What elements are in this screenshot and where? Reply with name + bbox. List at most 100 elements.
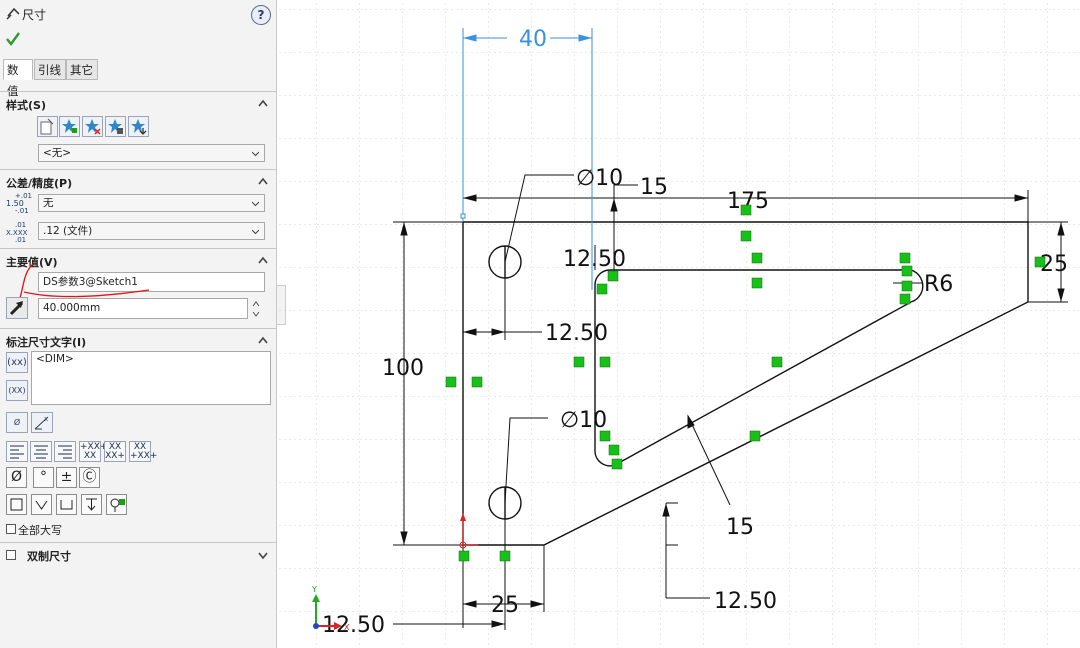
dimension-name-field[interactable]: DS参数3@Sketch1 bbox=[38, 272, 265, 292]
horizontal-relation-icon[interactable] bbox=[499, 550, 511, 562]
parallel-relation-icon[interactable] bbox=[573, 356, 585, 368]
chevron-down-icon[interactable] bbox=[258, 550, 268, 560]
diameter-symbol-button[interactable]: Ø bbox=[6, 467, 27, 488]
dim-diameter-10-bottom[interactable]: ∅10 bbox=[560, 408, 607, 433]
ok-checkmark-icon[interactable] bbox=[5, 31, 21, 47]
dim-12-50-left[interactable]: 12.50 bbox=[545, 321, 608, 346]
chevron-down-icon bbox=[252, 201, 259, 207]
divider bbox=[0, 91, 276, 92]
add-style-icon[interactable] bbox=[59, 116, 80, 137]
degree-symbol-button[interactable]: ° bbox=[33, 467, 54, 488]
all-caps-checkbox[interactable] bbox=[6, 524, 16, 534]
selected-dimension-40[interactable] bbox=[460, 28, 593, 290]
fixed-relation-icon[interactable] bbox=[458, 550, 470, 562]
tab-other[interactable]: 其它 bbox=[66, 59, 98, 80]
tangent-relation-icon[interactable] bbox=[899, 293, 911, 305]
dimension-icon bbox=[6, 7, 20, 20]
chevron-up-icon[interactable] bbox=[258, 335, 268, 345]
inspection-dimension-button[interactable]: (XX) bbox=[6, 380, 28, 401]
vertical-relation-icon[interactable] bbox=[599, 356, 611, 368]
chevron-up-icon[interactable] bbox=[258, 98, 268, 108]
horizontal-relation-icon[interactable] bbox=[607, 270, 619, 282]
align-left-icon[interactable] bbox=[6, 441, 28, 462]
horizontal-relation-icon[interactable] bbox=[751, 277, 763, 289]
counterbore-symbol-button[interactable] bbox=[56, 494, 77, 515]
plus-minus-symbol-button[interactable]: ± bbox=[56, 467, 77, 488]
add-parentheses-button[interactable]: (xx) bbox=[6, 352, 28, 373]
red-annotation-mark bbox=[19, 263, 150, 299]
dim-15-diagonal[interactable]: 15 bbox=[726, 515, 754, 540]
dim-12-50-right[interactable]: 12.50 bbox=[714, 589, 777, 614]
chevron-up-icon[interactable] bbox=[258, 176, 268, 186]
dim-15-top[interactable]: 15 bbox=[640, 175, 668, 200]
tangent-relation-icon[interactable] bbox=[596, 283, 608, 295]
countersink-symbol-button[interactable] bbox=[31, 494, 52, 515]
centerline-symbol-button[interactable]: Ⓒ bbox=[79, 467, 100, 488]
align-center-icon[interactable] bbox=[30, 441, 52, 462]
precision-value: .12 (文件) bbox=[43, 225, 93, 237]
tangent-relation-icon[interactable] bbox=[611, 458, 623, 470]
dim-diameter-10-top[interactable]: ∅10 bbox=[576, 166, 623, 191]
parallel-relation-icon[interactable] bbox=[771, 356, 783, 368]
horizontal-relation-icon[interactable] bbox=[901, 280, 913, 292]
chevron-up-icon[interactable] bbox=[258, 255, 268, 265]
vertical-relation-icon[interactable] bbox=[1034, 256, 1046, 268]
outer-profile bbox=[462, 221, 1029, 546]
tolerance-section-heading: 公差/精度(P) bbox=[6, 177, 73, 190]
load-style-icon[interactable] bbox=[128, 116, 149, 137]
dimension-lines bbox=[393, 174, 1068, 630]
parallel-relation-icon[interactable] bbox=[749, 430, 761, 442]
center-dimension-icon[interactable]: Ø bbox=[6, 412, 28, 433]
tolerance-type-value: 无 bbox=[43, 197, 54, 209]
square-symbol-button[interactable] bbox=[6, 494, 27, 515]
tab-leaders[interactable]: 引线 bbox=[34, 59, 66, 80]
dimension-text-area[interactable]: <DIM> bbox=[31, 351, 271, 405]
format-stacked-1-icon[interactable]: +XX+ XX bbox=[79, 441, 108, 462]
set-default-style-icon[interactable] bbox=[37, 116, 58, 137]
dim-40[interactable]: 40 bbox=[519, 27, 547, 52]
more-symbols-button[interactable] bbox=[106, 494, 127, 515]
delete-style-icon[interactable] bbox=[82, 116, 103, 137]
help-button[interactable]: ? bbox=[251, 5, 271, 25]
horizontal-relation-icon[interactable] bbox=[740, 204, 752, 216]
dim-25-bottom[interactable]: 25 bbox=[491, 593, 519, 618]
parallel-relation-icon[interactable] bbox=[751, 252, 763, 264]
tangent-relation-icon[interactable] bbox=[899, 252, 911, 264]
all-caps-label: 全部大写 bbox=[18, 524, 62, 537]
align-right-icon[interactable] bbox=[54, 441, 76, 462]
horizontal-relation-icon[interactable] bbox=[740, 230, 752, 242]
axis-x-label: X bbox=[344, 623, 350, 632]
save-style-icon[interactable] bbox=[105, 116, 126, 137]
divider bbox=[0, 248, 276, 249]
dimension-value-field[interactable]: 40.000mm bbox=[38, 298, 248, 319]
chevron-down-icon bbox=[252, 229, 259, 235]
sketch-graphics-area[interactable]: 40 175 15 12.50 25 R6 100 12.50 ∅10 ∅10 … bbox=[278, 0, 1080, 648]
precision-select[interactable]: .12 (文件) bbox=[38, 222, 265, 240]
sketch-grid bbox=[278, 0, 1080, 648]
reverse-direction-icon[interactable] bbox=[6, 297, 28, 319]
tab-value[interactable]: 数值 bbox=[3, 59, 33, 98]
divider bbox=[0, 169, 276, 170]
tolerance-type-icon: +.01 1.50 -.01 bbox=[6, 192, 32, 215]
horizontal-relation-icon[interactable] bbox=[901, 265, 913, 277]
vertical-relation-icon[interactable] bbox=[471, 376, 483, 388]
spin-stepper-icon[interactable] bbox=[250, 298, 262, 320]
property-manager-panel: 尺寸 ? 数值 引线 其它 样式(S) <无> 公差/精度(P) +.01 1.… bbox=[0, 0, 277, 648]
svg-text:x: x bbox=[44, 415, 48, 423]
dim-r6[interactable]: R6 bbox=[924, 272, 953, 297]
parallel-relation-icon[interactable] bbox=[445, 376, 457, 388]
dual-dimension-checkbox[interactable] bbox=[6, 550, 16, 560]
style-select-value: <无> bbox=[43, 147, 72, 159]
dimension-text-section-heading: 标注尺寸文字(I) bbox=[6, 336, 87, 349]
horizontal-relation-icon[interactable] bbox=[608, 444, 620, 456]
dim-12-50-top[interactable]: 12.50 bbox=[563, 247, 626, 272]
offset-text-icon[interactable]: x bbox=[31, 412, 53, 433]
sketch-origin-icon bbox=[459, 513, 478, 549]
format-stacked-3-icon[interactable]: XX +XX+ bbox=[129, 441, 158, 462]
tangent-relation-icon[interactable] bbox=[599, 430, 611, 442]
format-stacked-2-icon[interactable]: XX XX+ bbox=[104, 441, 126, 462]
tolerance-type-select[interactable]: 无 bbox=[38, 194, 265, 212]
dim-100[interactable]: 100 bbox=[382, 356, 424, 381]
style-select[interactable]: <无> bbox=[38, 144, 265, 162]
depth-symbol-button[interactable] bbox=[81, 494, 102, 515]
